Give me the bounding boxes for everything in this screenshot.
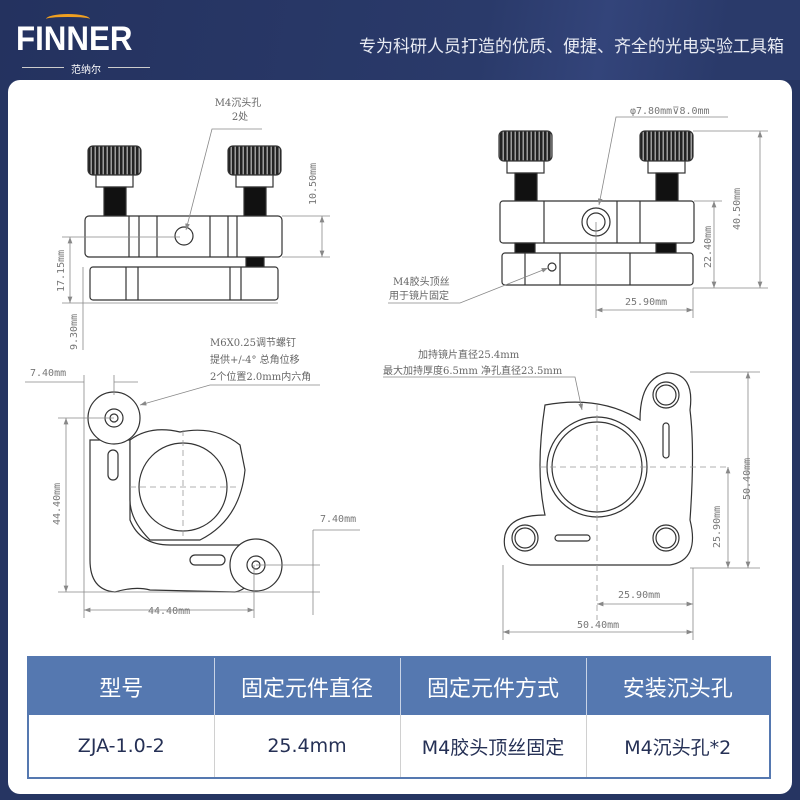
dim-plate-4: 7.40mm — [320, 514, 356, 525]
logo-subtitle: 范纳尔 — [16, 61, 156, 76]
note-set-screw-purpose: 用于镜片固定 — [389, 289, 449, 302]
cell-countersink: M4沉头孔*2 — [585, 715, 770, 778]
back-plate-drawing — [503, 372, 730, 620]
spec-header-row: 型号 固定元件直径 固定元件方式 安装沉头孔 — [28, 657, 770, 715]
header-countersink: 安装沉头孔 — [585, 657, 770, 715]
cell-diameter: 25.4mm — [213, 715, 400, 778]
side-view-drawing — [498, 130, 695, 286]
dim-side-3: 25.90mm — [625, 297, 667, 308]
logo-text: FINNER — [16, 20, 133, 58]
cell-mount-method: M4胶头顶丝固定 — [399, 715, 586, 778]
table-row: ZJA-1.0-2 25.4mm M4胶头顶丝固定 M4沉头孔*2 — [28, 715, 770, 778]
dim-front-3: 9.30mm — [69, 314, 80, 350]
dim-back-4: 50.40mm — [577, 620, 619, 631]
note-hex: 2个位置2.0mm内六角 — [210, 370, 311, 383]
dim-plate-1: 7.40mm — [30, 368, 66, 379]
dim-plate-3: 44.40mm — [148, 606, 190, 617]
dim-plate-2: 44.40mm — [52, 483, 63, 525]
dim-back-2: 25.90mm — [712, 506, 723, 548]
spec-table: 型号 固定元件直径 固定元件方式 安装沉头孔 ZJA-1.0-2 25.4mm … — [27, 656, 771, 779]
dim-side-1: 40.50mm — [732, 188, 743, 230]
header-diameter: 固定元件直径 — [213, 657, 400, 715]
dim-side-2: 22.40mm — [703, 226, 714, 268]
header-mount-method: 固定元件方式 — [399, 657, 586, 715]
note-countersink: M4沉头孔 — [215, 96, 262, 109]
cell-model: ZJA-1.0-2 — [28, 715, 214, 778]
front-view-drawing — [84, 145, 283, 301]
slogan: 专为科研人员打造的优质、便捷、齐全的光电实验工具箱 — [359, 37, 784, 57]
note-angle: 提供+/-4° 总角位移 — [210, 353, 300, 366]
front-plate-drawing — [87, 391, 283, 593]
note-thickness-aperture: 最大加持厚度6.5mm 净孔直径23.5mm — [383, 364, 563, 377]
dim-back-3: 25.90mm — [618, 590, 660, 601]
logo-arc-icon — [46, 14, 90, 24]
dimension-lines — [25, 116, 768, 640]
note-optic-diameter: 加持镜片直径25.4mm — [418, 348, 520, 361]
dim-back-1: 50.40mm — [742, 458, 753, 500]
dim-front-1: 10.50mm — [308, 163, 319, 205]
note-countersink-qty: 2处 — [232, 111, 248, 123]
finner-logo: FINNER 范纳尔 — [16, 14, 156, 76]
dim-front-2: 17.15mm — [56, 250, 67, 292]
note-adjuster: M6X0.25调节螺钉 — [210, 337, 296, 349]
note-set-screw: M4胶头顶丝 — [393, 275, 450, 288]
header-banner: FINNER 范纳尔 专为科研人员打造的优质、便捷、齐全的光电实验工具箱 — [0, 0, 800, 80]
note-hole-spec: φ7.80mm⊽8.0mm — [630, 106, 710, 117]
header-model: 型号 — [28, 657, 214, 715]
